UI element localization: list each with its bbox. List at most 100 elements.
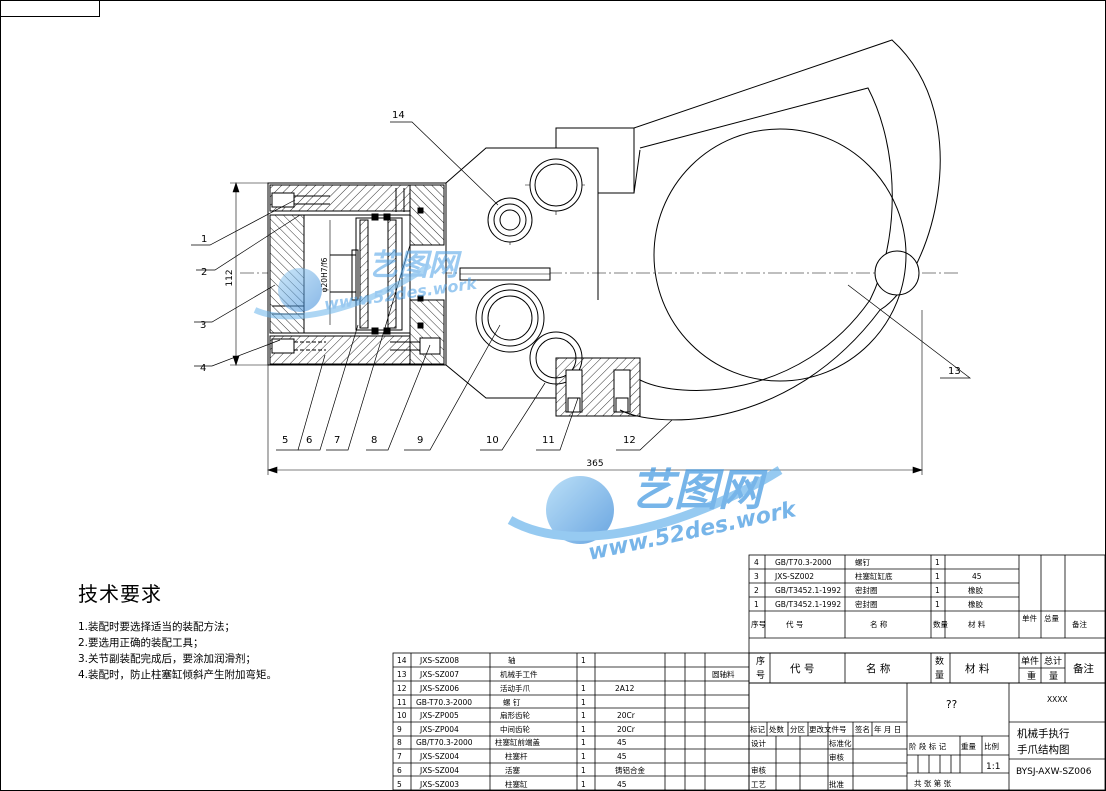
callout-13: 13	[948, 366, 961, 377]
svg-text:1: 1	[581, 725, 586, 734]
svg-text:20Cr: 20Cr	[617, 725, 636, 734]
title-block	[748, 682, 1106, 791]
svg-text:45: 45	[617, 752, 627, 761]
tech-item-3: 3.关节副装配完成后，要涂加润滑剂；	[78, 653, 257, 665]
dim-height: 112	[225, 269, 235, 286]
svg-text:GB/T70.3-2000: GB/T70.3-2000	[775, 558, 832, 567]
svg-text:扇形齿轮: 扇形齿轮	[500, 710, 530, 720]
leader-lines	[191, 121, 972, 451]
technical-requirements: 技术要求 1.装配时要选择适当的装配方法； 2.要选用正确的装配工具； 3.关节…	[78, 578, 398, 683]
svg-text:12: 12	[397, 684, 407, 693]
dim-width: 365	[586, 459, 603, 469]
svg-text:审核: 审核	[751, 765, 766, 775]
callout-5: 5	[282, 435, 288, 446]
svg-text:铸铝合金: 铸铝合金	[615, 765, 645, 775]
svg-text:轴: 轴	[508, 655, 516, 665]
svg-text:13: 13	[397, 670, 407, 679]
callout-14: 14	[392, 110, 405, 121]
bom-lower-text: 14 JXS-SZ008 轴 1 13 JXS-SZ007 机械手工件 圆轴料 …	[397, 655, 735, 789]
svg-text:设计: 设计	[751, 738, 766, 748]
callout-10: 10	[486, 435, 499, 446]
tech-item-1: 1.装配时要选择适当的装配方法；	[78, 621, 236, 633]
svg-text:1: 1	[935, 600, 940, 609]
svg-text:11: 11	[397, 698, 407, 707]
svg-text:3: 3	[754, 572, 759, 581]
svg-text:1: 1	[935, 558, 940, 567]
svg-text:名 称: 名 称	[866, 662, 891, 675]
svg-text:备注: 备注	[1073, 662, 1095, 675]
svg-text:9: 9	[397, 725, 402, 734]
title-block-text: ?? XXXX 机械手执行 手爪结构图 BYSJ-AXW-SZ006 1:1 标…	[750, 695, 1092, 789]
svg-text:重: 重	[1027, 670, 1036, 682]
dim-bore: φ20H7/f6	[320, 257, 329, 292]
svg-text:代 号: 代 号	[790, 663, 814, 675]
svg-text:单件: 单件	[1022, 613, 1038, 623]
svg-text:1: 1	[754, 600, 759, 609]
svg-text:共 张 第 张: 共 张 第 张	[914, 778, 952, 788]
svg-text:序: 序	[756, 655, 765, 667]
svg-text:JXS-SZ004: JXS-SZ004	[419, 766, 459, 775]
title-xxxx: XXXX	[1047, 695, 1068, 704]
svg-text:橡胶: 橡胶	[968, 599, 983, 609]
svg-text:号: 号	[756, 670, 765, 681]
tech-title: 技术要求	[78, 582, 162, 606]
callout-8: 8	[371, 435, 377, 446]
svg-text:活塞: 活塞	[505, 765, 520, 775]
svg-text:柱塞缸: 柱塞缸	[505, 779, 528, 789]
svg-text:1: 1	[935, 572, 940, 581]
title-line-1: 机械手执行	[1017, 727, 1070, 740]
svg-text:45: 45	[972, 572, 982, 581]
callout-9: 9	[417, 435, 423, 446]
svg-text:GB/T70.3-2000: GB/T70.3-2000	[416, 738, 473, 747]
svg-text:5: 5	[397, 780, 402, 789]
bom-header-text: 序 号 代 号 名 称 数 量 材 料 单件 总计 重 量 备注	[756, 655, 1095, 682]
svg-text:总量: 总量	[1044, 613, 1060, 623]
svg-text:阶 段 标 记: 阶 段 标 记	[909, 741, 947, 751]
svg-text:10: 10	[397, 711, 407, 720]
svg-text:机械手工件: 机械手工件	[500, 669, 538, 679]
svg-text:GB-T70.3-2000: GB-T70.3-2000	[416, 698, 472, 707]
svg-text:GB/T3452.1-1992: GB/T3452.1-1992	[775, 600, 841, 609]
svg-text:标记: 标记	[750, 724, 765, 734]
svg-text:柱塞缸缸底: 柱塞缸缸底	[855, 571, 893, 581]
svg-text:审核: 审核	[829, 752, 844, 762]
svg-text:批准: 批准	[829, 779, 844, 789]
svg-text:45: 45	[617, 738, 627, 747]
svg-text:中间齿轮: 中间齿轮	[500, 724, 530, 734]
svg-text:1: 1	[581, 711, 586, 720]
svg-text:1: 1	[581, 684, 586, 693]
svg-text:分区: 分区	[790, 725, 805, 734]
svg-text:JXS-SZ004: JXS-SZ004	[419, 752, 459, 761]
svg-text:材 料: 材 料	[965, 662, 990, 675]
svg-text:单件: 单件	[1021, 655, 1039, 667]
svg-text:螺钉: 螺钉	[855, 557, 870, 567]
svg-text:6: 6	[397, 766, 402, 775]
svg-text:圆轴料: 圆轴料	[712, 669, 735, 679]
svg-text:序号: 序号	[751, 619, 766, 629]
svg-text:JXS-ZP004: JXS-ZP004	[419, 725, 459, 734]
svg-text:1: 1	[581, 698, 586, 707]
svg-text:14: 14	[397, 656, 407, 665]
watermark-lower: 艺图网 www.52des.work	[507, 465, 800, 566]
svg-text:量: 量	[1049, 671, 1058, 682]
bom-lower	[392, 652, 750, 791]
corner-box	[0, 0, 100, 17]
tech-item-2: 2.要选用正确的装配工具；	[78, 637, 204, 649]
scale-value: 1:1	[986, 762, 1000, 772]
svg-text:JXS-SZ002: JXS-SZ002	[774, 572, 814, 581]
callout-12: 12	[623, 435, 636, 446]
svg-text:数量: 数量	[933, 619, 948, 629]
svg-text:密封圈: 密封圈	[855, 585, 878, 595]
svg-text:量: 量	[935, 670, 944, 681]
svg-text:1: 1	[581, 766, 586, 775]
svg-text:代 号: 代 号	[786, 619, 803, 629]
svg-text:数: 数	[935, 655, 944, 667]
dimensions	[230, 182, 923, 475]
title-line-2: 手爪结构图	[1017, 743, 1070, 756]
callout-11: 11	[542, 435, 555, 446]
svg-text:柱塞缸前端盖: 柱塞缸前端盖	[495, 737, 540, 747]
svg-text:2A12: 2A12	[615, 684, 635, 693]
drawing-number: BYSJ-AXW-SZ006	[1016, 767, 1092, 777]
svg-text:JXS-SZ008: JXS-SZ008	[419, 656, 459, 665]
